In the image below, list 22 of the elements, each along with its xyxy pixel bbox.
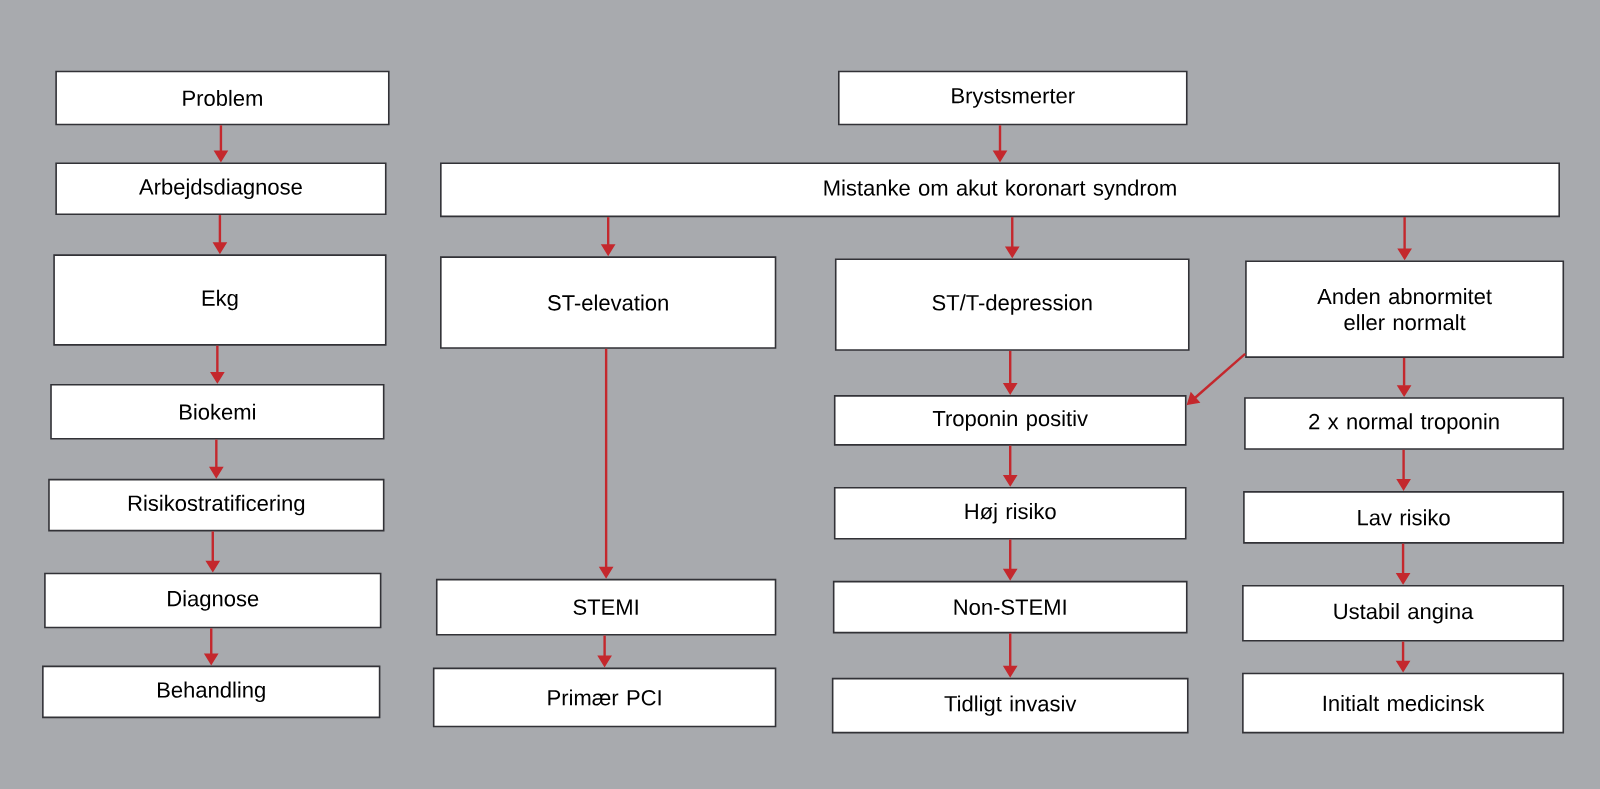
process-box: Lav risiko (1243, 491, 1565, 544)
process-box: Brystsmerter (838, 70, 1188, 126)
process-box: Ustabil angina (1242, 584, 1565, 642)
process-box: Risikostratificering (48, 478, 385, 532)
process-box: Ekg (53, 254, 387, 346)
process-box: Troponin positiv (833, 395, 1187, 446)
process-box: Behandling (42, 665, 381, 719)
process-box: Diagnose (44, 572, 382, 629)
process-box: Biokemi (50, 383, 385, 440)
process-box: 2 x normal troponin (1244, 397, 1565, 450)
process-box: Problem (55, 70, 390, 126)
process-box: Initialt medicinsk (1242, 672, 1565, 734)
process-box: STEMI (435, 578, 777, 636)
process-box: Tidligt invasiv (831, 677, 1189, 734)
process-box: ST-elevation (440, 256, 777, 349)
process-box: Anden abnormitet eller normalt (1245, 260, 1565, 358)
process-box: ST/T-depression (834, 258, 1190, 351)
process-box: Arbejdsdiagnose (55, 162, 387, 216)
process-box: Non-STEMI (832, 580, 1188, 634)
process-box: Primær PCI (432, 667, 777, 728)
process-box: Mistanke om akut koronart syndrom (440, 162, 1560, 218)
process-box: Høj risiko (833, 486, 1187, 540)
